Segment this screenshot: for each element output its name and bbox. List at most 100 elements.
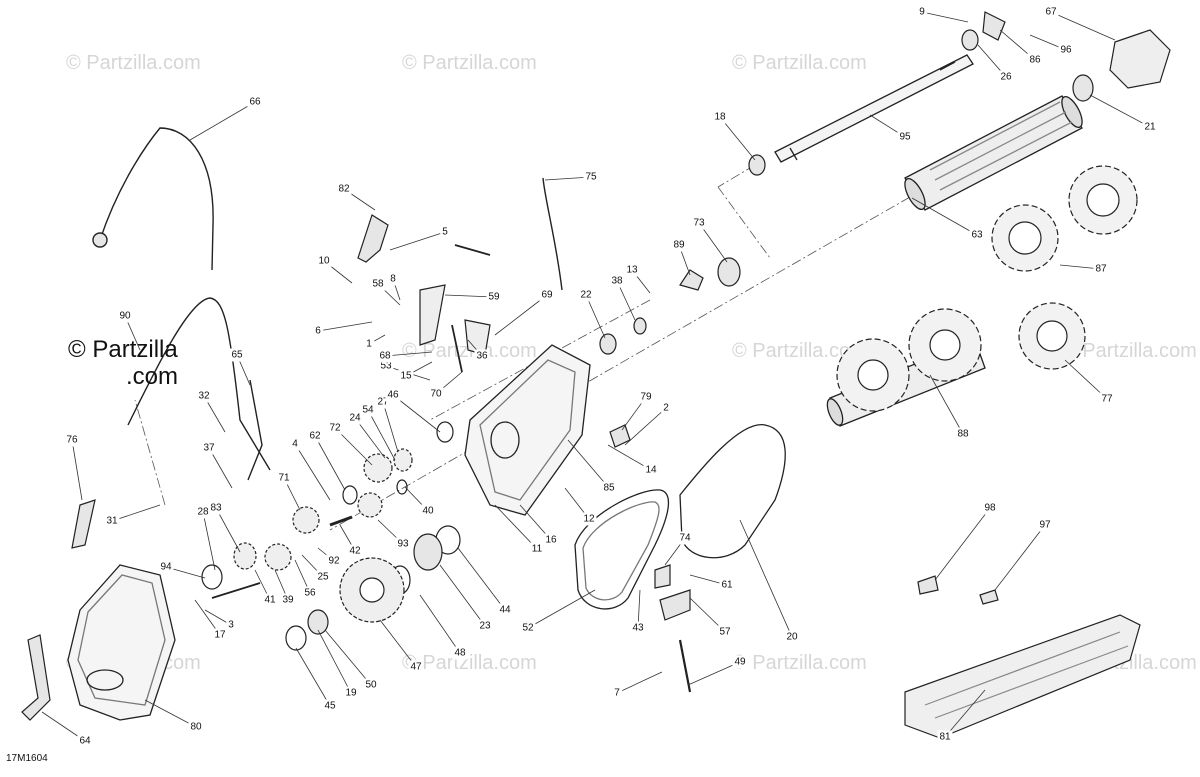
callout-15[interactable]: 15 xyxy=(398,369,414,383)
callout-14[interactable]: 14 xyxy=(643,463,659,477)
callout-4[interactable]: 4 xyxy=(290,437,300,451)
callout-61[interactable]: 61 xyxy=(719,578,735,592)
leader-line-6 xyxy=(317,321,373,332)
cables-and-rods xyxy=(92,127,692,693)
callout-75[interactable]: 75 xyxy=(583,170,599,184)
callout-7[interactable]: 7 xyxy=(612,686,622,700)
callout-90[interactable]: 90 xyxy=(117,309,133,323)
leader-line-80 xyxy=(144,699,197,728)
callout-37[interactable]: 37 xyxy=(201,441,217,455)
callout-54[interactable]: 54 xyxy=(360,403,376,417)
callout-16[interactable]: 16 xyxy=(543,533,559,547)
callout-50[interactable]: 50 xyxy=(363,678,379,692)
gears xyxy=(233,257,741,635)
callout-62[interactable]: 62 xyxy=(307,429,323,443)
callout-32[interactable]: 32 xyxy=(196,389,212,403)
callout-5[interactable]: 5 xyxy=(440,225,450,239)
callout-17[interactable]: 17 xyxy=(212,628,228,642)
callout-89[interactable]: 89 xyxy=(671,238,687,252)
callout-88[interactable]: 88 xyxy=(955,427,971,441)
callout-1[interactable]: 1 xyxy=(364,337,374,351)
callout-80[interactable]: 80 xyxy=(188,720,204,734)
callout-42[interactable]: 42 xyxy=(347,544,363,558)
callout-23[interactable]: 23 xyxy=(477,619,493,633)
callout-47[interactable]: 47 xyxy=(408,660,424,674)
callout-53[interactable]: 53 xyxy=(378,359,394,373)
callout-57[interactable]: 57 xyxy=(717,625,733,639)
callout-41[interactable]: 41 xyxy=(262,593,278,607)
callout-81[interactable]: 81 xyxy=(937,730,953,744)
callout-83[interactable]: 83 xyxy=(208,501,224,515)
callout-13[interactable]: 13 xyxy=(624,263,640,277)
callout-24[interactable]: 24 xyxy=(347,411,363,425)
leader-line-22 xyxy=(585,294,606,339)
callout-40[interactable]: 40 xyxy=(420,504,436,518)
callout-93[interactable]: 93 xyxy=(395,537,411,551)
callout-3[interactable]: 3 xyxy=(226,618,236,632)
watermark: © Partzilla.com xyxy=(402,52,537,74)
callout-97[interactable]: 97 xyxy=(1037,518,1053,532)
callout-56[interactable]: 56 xyxy=(302,586,318,600)
callout-92[interactable]: 92 xyxy=(326,554,342,568)
callout-6[interactable]: 6 xyxy=(313,324,323,338)
callout-65[interactable]: 65 xyxy=(229,348,245,362)
callout-82[interactable]: 82 xyxy=(336,182,352,196)
callout-28[interactable]: 28 xyxy=(195,505,211,519)
callout-9[interactable]: 9 xyxy=(917,5,927,19)
callout-85[interactable]: 85 xyxy=(601,481,617,495)
callout-43[interactable]: 43 xyxy=(630,621,646,635)
callout-22[interactable]: 22 xyxy=(578,288,594,302)
callout-66[interactable]: 66 xyxy=(247,95,263,109)
callout-59[interactable]: 59 xyxy=(486,290,502,304)
callout-72[interactable]: 72 xyxy=(327,421,343,435)
callout-49[interactable]: 49 xyxy=(732,655,748,669)
callout-58[interactable]: 58 xyxy=(370,277,386,291)
callout-25[interactable]: 25 xyxy=(315,570,331,584)
callout-2[interactable]: 2 xyxy=(661,401,671,415)
callout-79[interactable]: 79 xyxy=(638,390,654,404)
callout-31[interactable]: 31 xyxy=(104,514,120,528)
leader-line-18 xyxy=(719,116,756,161)
callout-26[interactable]: 26 xyxy=(998,70,1014,84)
callout-21[interactable]: 21 xyxy=(1142,120,1158,134)
callout-45[interactable]: 45 xyxy=(322,699,338,713)
callout-94[interactable]: 94 xyxy=(158,560,174,574)
leader-line-59 xyxy=(444,294,495,298)
callout-11[interactable]: 11 xyxy=(529,542,545,556)
callout-95[interactable]: 95 xyxy=(897,130,913,144)
callout-12[interactable]: 12 xyxy=(581,512,597,526)
callout-76[interactable]: 76 xyxy=(64,433,80,447)
watermark: © Partzilla.com xyxy=(66,52,201,74)
callout-10[interactable]: 10 xyxy=(316,254,332,268)
callout-69[interactable]: 69 xyxy=(539,288,555,302)
callout-73[interactable]: 73 xyxy=(691,216,707,230)
callout-44[interactable]: 44 xyxy=(497,603,513,617)
partzilla-watermark: © Partzilla .com xyxy=(68,336,178,390)
callout-86[interactable]: 86 xyxy=(1027,53,1043,67)
callout-36[interactable]: 36 xyxy=(474,349,490,363)
callout-96[interactable]: 96 xyxy=(1058,43,1074,57)
leader-line-20 xyxy=(739,519,793,638)
callout-46[interactable]: 46 xyxy=(385,388,401,402)
track-slide xyxy=(904,614,1141,739)
callout-8[interactable]: 8 xyxy=(388,272,398,286)
leader-line-7 xyxy=(616,671,663,694)
callout-74[interactable]: 74 xyxy=(677,531,693,545)
callout-18[interactable]: 18 xyxy=(712,110,728,124)
callout-52[interactable]: 52 xyxy=(520,621,536,635)
callout-70[interactable]: 70 xyxy=(428,387,444,401)
callout-87[interactable]: 87 xyxy=(1093,262,1109,276)
callout-64[interactable]: 64 xyxy=(77,734,93,748)
callout-68[interactable]: 68 xyxy=(377,349,393,363)
callout-67[interactable]: 67 xyxy=(1043,5,1059,19)
callout-48[interactable]: 48 xyxy=(452,646,468,660)
gearbox-housing xyxy=(464,344,591,516)
callout-63[interactable]: 63 xyxy=(969,228,985,242)
callout-71[interactable]: 71 xyxy=(276,471,292,485)
callout-20[interactable]: 20 xyxy=(784,630,800,644)
callout-98[interactable]: 98 xyxy=(982,501,998,515)
callout-39[interactable]: 39 xyxy=(280,593,296,607)
callout-38[interactable]: 38 xyxy=(609,274,625,288)
callout-77[interactable]: 77 xyxy=(1099,392,1115,406)
callout-19[interactable]: 19 xyxy=(343,686,359,700)
